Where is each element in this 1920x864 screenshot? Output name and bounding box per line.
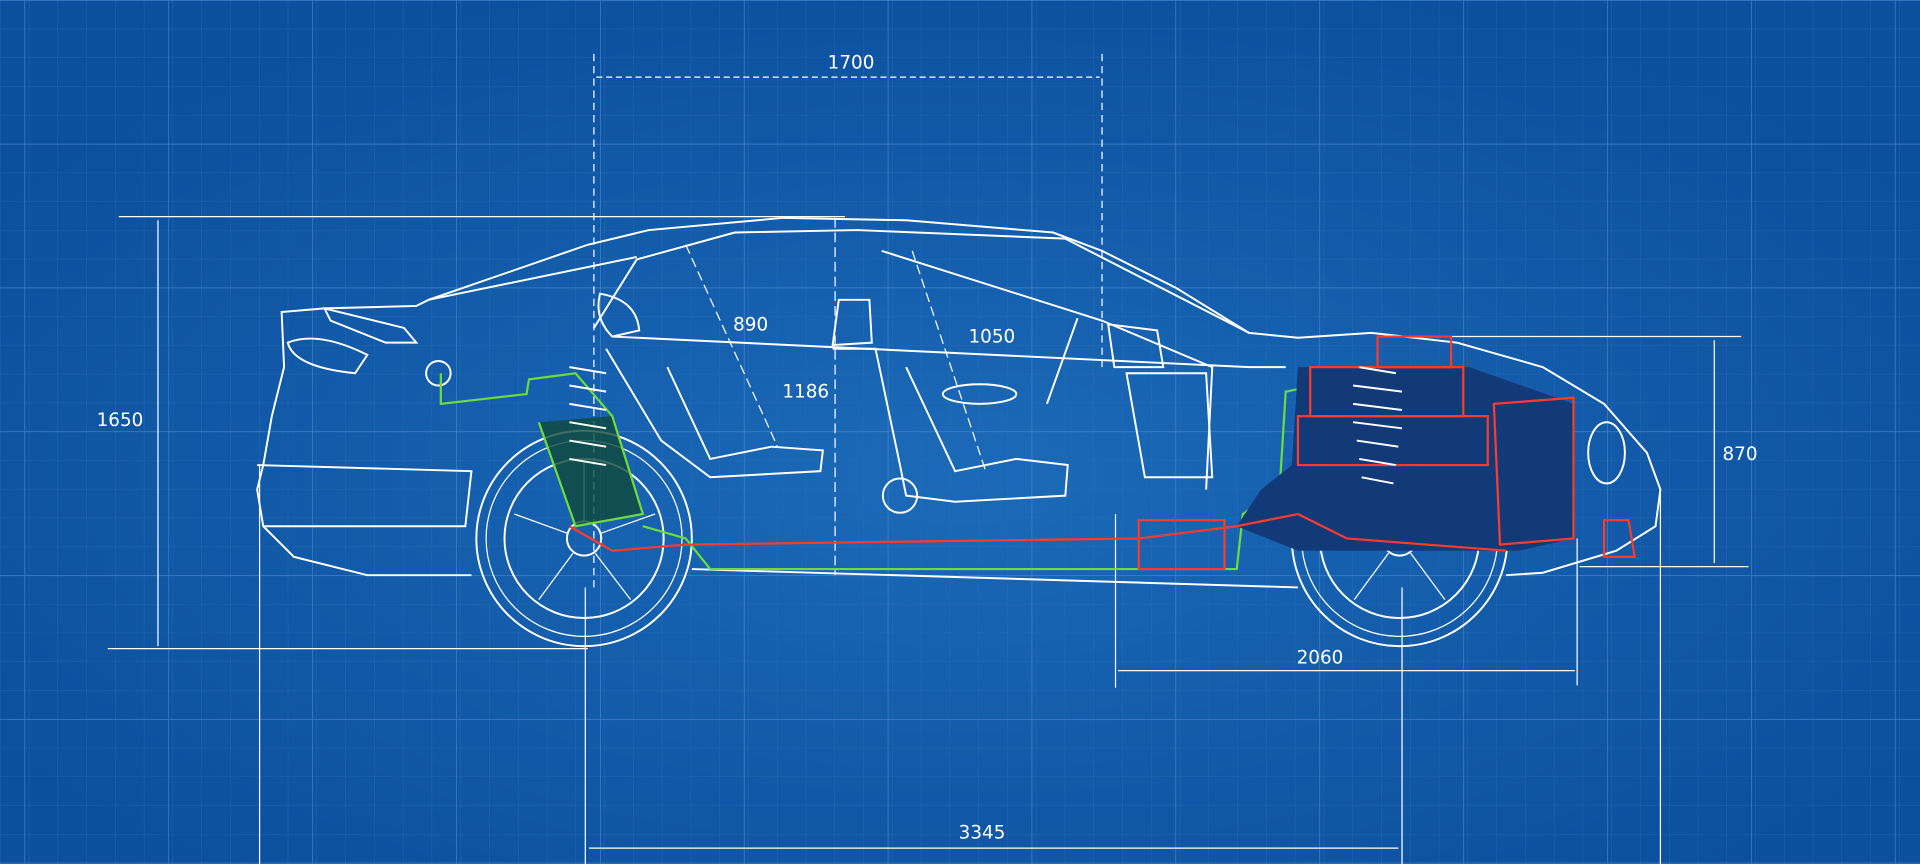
- dim-label-2060: 2060: [1297, 647, 1344, 668]
- car-body-outline: [256, 216, 1662, 589]
- dim-label-890: 890: [733, 314, 768, 335]
- dim-label-870: 870: [1722, 444, 1757, 465]
- dim-label-1700: 1700: [828, 53, 875, 74]
- engine-bay-red: [568, 335, 1636, 571]
- dim-label-1650: 1650: [97, 410, 144, 431]
- dim-label-1050: 1050: [968, 327, 1015, 348]
- dim-label-1186: 1186: [782, 382, 829, 403]
- dimension-lines: [107, 53, 1749, 864]
- car-interior: [597, 249, 1214, 514]
- dim-label-3345: 3345: [959, 822, 1006, 843]
